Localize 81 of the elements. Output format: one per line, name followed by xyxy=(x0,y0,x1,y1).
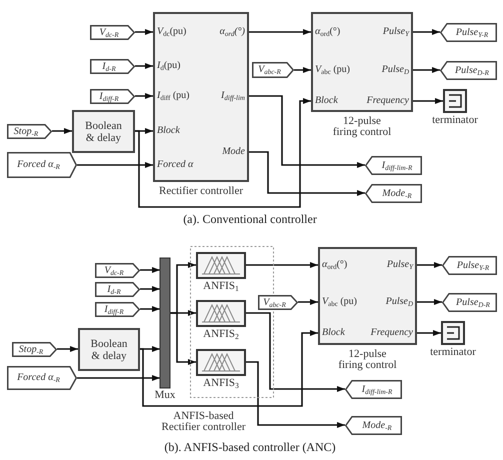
tag-label: I$_{diff-R}$ xyxy=(104,304,124,316)
tag-label: Mode$_{-R}$ xyxy=(362,420,392,432)
port-label: Forced α xyxy=(157,159,194,171)
tag-label: I$_{diff-lim-R}$ xyxy=(382,160,412,172)
tag-label: V$_{dc-R}$ xyxy=(104,264,124,276)
tag-label: I$_{diff-lim-R}$ xyxy=(362,384,392,396)
figure-caption: (a). Conventional controller xyxy=(183,212,317,227)
tag-label: V$_{abc-R}$ xyxy=(258,64,281,76)
figure-caption: (b). ANFIS-based controller (ANC) xyxy=(164,440,336,455)
port-label: Block xyxy=(315,95,338,107)
tag-label: V$_{dc-R}$ xyxy=(99,26,119,38)
port-label: V$_{abc}$ (pu) xyxy=(315,64,350,76)
signal-arrow xyxy=(246,312,345,392)
tag-label: Pulse$_{D-R}$ xyxy=(455,64,489,76)
signal-arrow xyxy=(135,93,153,99)
block-caption: ANFIS$_{3}$ xyxy=(203,377,239,389)
block-title: Rectifier controller xyxy=(158,186,244,197)
signal-arrow xyxy=(417,330,441,336)
block-label: Boolean & delay xyxy=(90,338,128,362)
block-caption: ANFIS$_{1}$ xyxy=(203,280,239,292)
tag-label: Pulse$_{D-R}$ xyxy=(456,296,490,308)
signal-arrow xyxy=(140,267,160,273)
signal-arrow xyxy=(413,67,440,73)
port-label: Mode xyxy=(222,146,245,158)
block-caption: terminator xyxy=(432,114,478,126)
tag-label: I$_{d-R}$ xyxy=(102,60,116,72)
signal-arrow xyxy=(298,299,318,305)
signal-arrow xyxy=(413,29,440,35)
signal-arrow xyxy=(249,95,365,168)
tag-label: Forced α$_{-R}$ xyxy=(17,372,60,384)
signal-arrow xyxy=(52,128,72,134)
port-label: Pulse$_{Y}$ xyxy=(386,259,413,271)
signal-arrow xyxy=(249,151,365,196)
port-label: Pulse$_{Y}$ xyxy=(382,26,409,38)
signal-arrow xyxy=(294,67,311,73)
tag-label: Stop$_{-R}$ xyxy=(18,344,44,356)
tag-label: Pulse$_{Y-R}$ xyxy=(456,260,490,272)
tag-label: Pulse$_{Y-R}$ xyxy=(456,26,488,38)
signal-arrow xyxy=(413,98,443,104)
port-label: I$_{diff-lim}$ xyxy=(221,90,245,102)
tag-label: Stop$_{-R}$ xyxy=(14,126,38,138)
tag-label: V$_{abc-R}$ xyxy=(263,296,286,308)
port-label: Block xyxy=(322,327,345,339)
port-label: V$_{dc}$(pu) xyxy=(157,26,186,38)
tag-label: I$_{diff-R}$ xyxy=(99,90,119,102)
block-title: ANFIS-based Rectifier controller xyxy=(160,411,246,433)
port-label: α$_{ord}$(°) xyxy=(315,26,340,38)
signal-arrow xyxy=(249,29,311,35)
port-label: α$_{ord}$(°) xyxy=(322,259,348,271)
port-label: Block xyxy=(157,125,180,137)
signal-arrow xyxy=(57,346,78,352)
tag-label: Mode$_{-R}$ xyxy=(382,188,412,200)
signal-arrow xyxy=(140,286,160,292)
signal-arrow xyxy=(417,299,442,305)
port-label: α$_{ord}$(°) xyxy=(220,26,245,38)
signal-arrow xyxy=(135,29,153,35)
block-title: 12-pulse firing control xyxy=(337,349,398,371)
signal-arrow xyxy=(77,162,153,168)
port-label: I$_{d}$(pu) xyxy=(157,60,181,72)
signal-arrow xyxy=(417,262,442,268)
port-label: I$_{diff}$ (pu) xyxy=(157,90,190,102)
signal-arrow xyxy=(135,98,311,208)
block-caption: terminator xyxy=(430,346,476,358)
signal-arrow xyxy=(135,63,153,69)
port-label: Pulse$_{D}$ xyxy=(382,64,409,76)
port-label: V$_{abc}$ (pu) xyxy=(322,296,357,308)
port-label: Pulse$_{D}$ xyxy=(386,296,413,308)
signal-arrow xyxy=(140,330,318,407)
tag-label: Forced α$_{-R}$ xyxy=(17,159,60,171)
block-caption: Mux xyxy=(154,389,176,401)
signal-arrow xyxy=(246,262,318,268)
block-label: Boolean & delay xyxy=(85,120,122,144)
port-label: Frequency xyxy=(366,95,409,107)
signal-arrow xyxy=(246,361,345,428)
port-label: Frequency xyxy=(370,327,413,339)
signal-arrow xyxy=(170,312,196,365)
signal-arrow xyxy=(140,306,160,312)
block-title: 12-pulse firing control xyxy=(332,116,392,138)
block-caption: ANFIS$_{2}$ xyxy=(203,328,239,340)
signal-arrow xyxy=(77,375,160,381)
tag-label: I$_{d-R}$ xyxy=(107,284,121,296)
